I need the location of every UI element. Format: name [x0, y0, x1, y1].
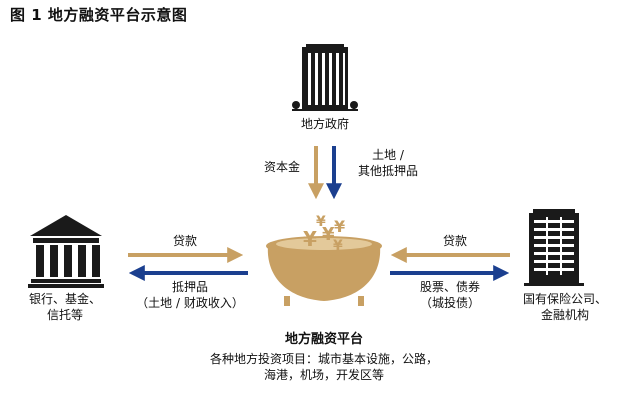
platform-title: 地方融资平台 — [284, 332, 363, 347]
svg-text:¥: ¥ — [334, 217, 345, 236]
figure-title: 图 1 地方融资平台示意图 — [10, 6, 188, 24]
pot-icon: ¥ ¥ ¥ ¥ ¥ — [266, 214, 382, 306]
soe-label-line2: 金融机构 — [540, 308, 589, 322]
platform-desc-line2: 海港，机场，开发区等 — [263, 368, 384, 382]
collateral-left-label-line2: （土地 / 财政收入） — [136, 296, 244, 310]
capital-label: 资本金 — [264, 160, 301, 174]
yuan-coin-icon: ¥ ¥ ¥ ¥ ¥ — [303, 214, 345, 254]
government-building-icon — [292, 44, 358, 111]
platform-desc-line1: 各种地方投资项目：城市基本设施，公路， — [209, 352, 438, 366]
land-collateral-label-line2: 其他抵押品 — [357, 164, 418, 178]
loan-right-label: 贷款 — [442, 234, 467, 248]
soe-label-line1: 国有保险公司、 — [522, 292, 607, 306]
collateral-left-label-line1: 抵押品 — [171, 280, 208, 294]
land-collateral-label-line1: 土地 / — [372, 148, 404, 162]
government-label: 地方政府 — [300, 117, 349, 131]
stocks-bonds-label-line2: （城投债） — [419, 296, 480, 310]
banks-label-line1: 银行、基金、 — [28, 292, 101, 306]
svg-text:¥: ¥ — [333, 238, 343, 254]
svg-text:¥: ¥ — [322, 224, 335, 245]
bank-building-icon — [28, 215, 104, 288]
office-building-icon — [524, 209, 584, 286]
svg-text:¥: ¥ — [303, 227, 317, 251]
svg-text:¥: ¥ — [316, 214, 326, 230]
stocks-bonds-label-line1: 股票、债券 — [419, 280, 480, 294]
loan-left-label: 贷款 — [172, 234, 197, 248]
banks-label-line2: 信托等 — [46, 308, 83, 322]
